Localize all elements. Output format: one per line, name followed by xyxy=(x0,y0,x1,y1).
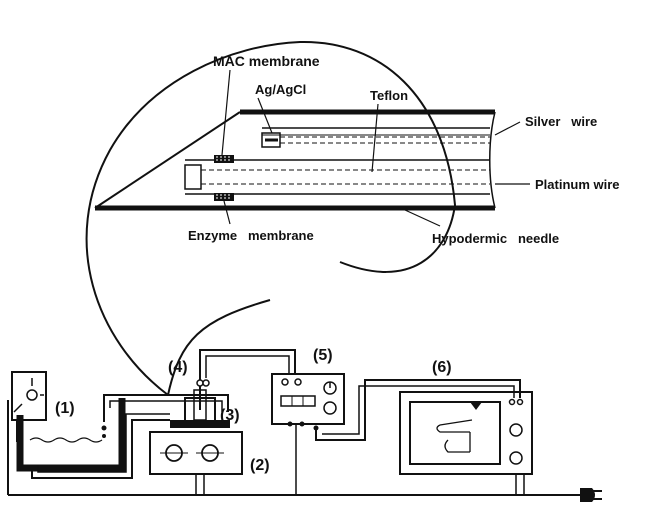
callout-pointer xyxy=(167,299,271,396)
magnified-callout xyxy=(85,40,457,396)
label-hypodermic-needle: Hypodermic needle xyxy=(432,231,559,246)
label-silver-wire: Silver wire xyxy=(525,114,597,129)
recorder xyxy=(399,391,533,495)
platinum-tip xyxy=(184,164,202,190)
leader-silver xyxy=(494,121,521,136)
recorder-cables xyxy=(315,379,521,441)
recorder-trace xyxy=(436,419,473,453)
label-component-5: (5) xyxy=(313,347,333,364)
label-mac-membrane: MAC membrane xyxy=(213,53,320,69)
recorder-box xyxy=(399,391,533,475)
power-plug-icon xyxy=(572,488,602,502)
cable-4-outer xyxy=(199,349,296,378)
leader-mac xyxy=(221,69,231,156)
tube-outer xyxy=(103,394,229,412)
label-component-3: (3) xyxy=(220,407,240,424)
leader-needle xyxy=(404,209,441,227)
potentiostat-display xyxy=(280,395,316,407)
label-component-6: (6) xyxy=(432,359,452,376)
cable-6-inner xyxy=(322,385,515,435)
label-teflon: Teflon xyxy=(370,88,408,103)
cable-6-outer xyxy=(315,379,521,441)
label-component-2: (2) xyxy=(250,457,270,474)
callout-bubble-outline xyxy=(85,40,457,396)
label-enzyme-membrane: Enzyme membrane xyxy=(188,228,314,243)
leader-agagcl xyxy=(257,97,273,134)
label-component-1: (1) xyxy=(55,400,75,417)
apparatus xyxy=(7,349,602,502)
tube-inner xyxy=(109,400,223,412)
water-bath xyxy=(16,398,126,472)
bath-water-surface xyxy=(29,437,103,443)
recorder-knob-bottom-icon xyxy=(509,451,523,465)
return-tube-inner xyxy=(37,413,170,473)
return-tube-outer xyxy=(31,419,170,479)
ag-agcl-tip xyxy=(261,132,281,148)
controller-knob-icon xyxy=(26,389,38,401)
label-component-4: (4) xyxy=(168,359,188,376)
leader-enzyme xyxy=(223,200,231,225)
label-platinum-wire: Platinum wire xyxy=(535,177,620,192)
controller-box xyxy=(11,371,47,421)
probe-cables xyxy=(196,349,296,387)
enzyme-membrane xyxy=(214,193,234,201)
cell-plate xyxy=(170,420,230,428)
cable-4-inner xyxy=(205,355,290,378)
drip-drop-2 xyxy=(102,434,106,438)
drip-drop-1 xyxy=(101,425,107,431)
needle-cut-end xyxy=(489,111,496,209)
label-leaders xyxy=(221,69,530,227)
bath-vessel xyxy=(16,398,126,472)
magnetic-stirrer xyxy=(149,431,243,495)
mac-membrane xyxy=(214,155,234,163)
recorder-knob-top-icon xyxy=(509,423,523,437)
recorder-screen xyxy=(409,401,501,465)
potentiostat-box xyxy=(271,373,345,425)
potentiostat-knob-icon xyxy=(323,401,337,415)
flow-tubes xyxy=(31,394,229,479)
needle-sensor xyxy=(94,109,496,211)
needle-bevel xyxy=(94,111,241,209)
potentiostat xyxy=(271,373,345,495)
leader-teflon xyxy=(371,103,379,173)
label-ag-agcl: Ag/AgCl xyxy=(255,82,306,97)
